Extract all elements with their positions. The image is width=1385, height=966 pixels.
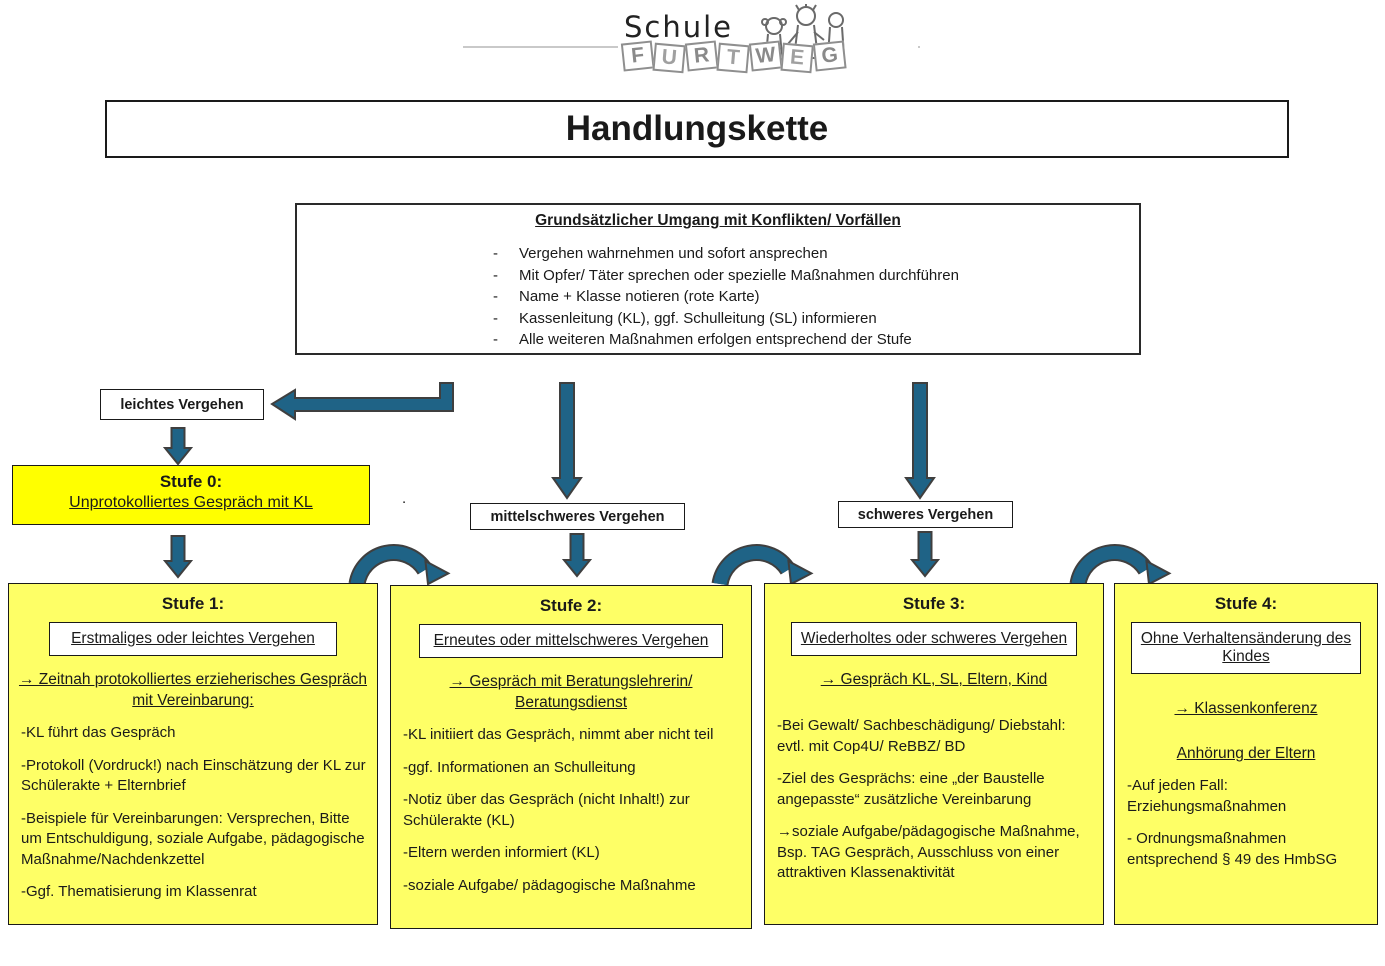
- stufe-1-column: Stufe 1: Erstmaliges oder leichtes Verge…: [8, 583, 378, 925]
- list-item-text: Kassenleitung (KL), ggf. Schulleitung (S…: [519, 309, 877, 327]
- general-rules-title: Grundsätzlicher Umgang mit Konflikten/ V…: [535, 212, 901, 229]
- label-text: leichtes Vergehen: [120, 396, 244, 413]
- list-item-text: Mit Opfer/ Täter sprechen oder spezielle…: [519, 266, 959, 284]
- stufe-4-column: Stufe 4: Ohne Verhaltensänderung des Kin…: [1114, 583, 1378, 925]
- stufe-3-title: Stufe 3:: [902, 594, 966, 613]
- logo-letter: E: [780, 42, 814, 74]
- stray-dot: .: [402, 490, 407, 507]
- stufe-0-title: Stufe 0:: [159, 472, 223, 491]
- label-text: mittelschweres Vergehen: [490, 508, 665, 525]
- stufe-4-condition-box: Ohne Verhaltensänderung des Kindes: [1131, 622, 1361, 674]
- stufe-4-action: → Klassenkonferenz: [1174, 700, 1318, 717]
- stufe-3-paragraph: -Bei Gewalt/ Sachbeschädigung/ Diebstahl…: [777, 717, 1066, 755]
- arc-col3-col4-outline: [1069, 544, 1154, 586]
- logo-school-text: Schule: [624, 10, 734, 44]
- arc-col2-col3-outline: [711, 544, 796, 586]
- stufe-1-title: Stufe 1:: [161, 594, 225, 613]
- bullet-dash: -: [493, 245, 498, 262]
- arc-col1-col2-outline: [348, 544, 433, 586]
- label-mittelschweres-vergehen: mittelschweres Vergehen: [470, 503, 685, 530]
- stufe-2-title: Stufe 2:: [539, 596, 603, 615]
- list-item: - Alle weiteren Maßnahmen erfolgen entspr…: [493, 329, 1139, 351]
- logo-letter: R: [684, 40, 719, 72]
- list-item: - Vergehen wahrnehmen und sofort ansprech…: [493, 243, 1139, 265]
- arc-col1-col2: [350, 546, 431, 586]
- stufe-3-column: Stufe 3: Wiederholtes oder schweres Verg…: [764, 583, 1104, 925]
- stufe-2-column: Stufe 2: Erneutes oder mittelschweres Ve…: [390, 585, 752, 929]
- stufe-1-paragraph: -Beispiele für Vereinbarungen: Versprech…: [21, 809, 365, 868]
- list-item-text: Name + Klasse notieren (rote Karte): [519, 288, 760, 305]
- stufe-1-action: → Zeitnah protokolliertes erzieherisches…: [18, 671, 368, 709]
- page-title: Handlungskette: [565, 109, 829, 148]
- stufe-1-paragraph: -Ggf. Thematisierung im Klassenrat: [21, 883, 257, 900]
- general-rules-box: Grundsätzlicher Umgang mit Konflikten/ V…: [295, 203, 1141, 355]
- arrow-down-medium: [551, 382, 583, 500]
- title-box: Handlungskette: [105, 100, 1289, 158]
- stufe-1-paragraph: -Protokoll (Vordruck!) nach Einschätzung…: [21, 756, 366, 795]
- stufe-2-paragraph: -ggf. Informationen an Schulleitung: [403, 758, 636, 776]
- stufe-3-paragraph: →soziale Aufgabe/pädagogische Maßnahme, …: [777, 823, 1080, 881]
- logo-letter: W: [748, 40, 783, 72]
- bullet-dash: -: [493, 266, 498, 284]
- arrow-light-to-stufe0: [162, 427, 194, 466]
- list-item: - Kassenleitung (KL), ggf. Schulleitung (…: [493, 308, 1139, 330]
- stufe-2-paragraph: -Eltern werden informiert (KL): [403, 844, 600, 861]
- stufe-0-box: Stufe 0: Unprotokolliertes Gespräch mit …: [12, 465, 370, 525]
- arrow-down-heavy: [904, 382, 936, 500]
- elbow-arrow-left: [270, 382, 454, 421]
- stufe-2-paragraph: -soziale Aufgabe/ pädagogische Maßnahme: [403, 876, 696, 894]
- stufe-0-subtitle: Unprotokolliertes Gespräch mit KL: [69, 494, 313, 511]
- label-leichtes-vergehen: leichtes Vergehen: [100, 389, 264, 420]
- arrow-medium-to-col2: [561, 533, 593, 578]
- bullet-dash: -: [493, 331, 498, 348]
- bullet-dash: -: [493, 288, 498, 305]
- stufe-1-condition-box: Erstmaliges oder leichtes Vergehen: [49, 622, 337, 656]
- school-logo: Schule F U R T W E G: [618, 4, 918, 76]
- stufe-4-title: Stufe 4:: [1214, 594, 1278, 613]
- stufe-2-condition-box: Erneutes oder mittelschweres Vergehen: [419, 624, 723, 658]
- label-text: schweres Vergehen: [857, 506, 994, 523]
- stufe-2-paragraph: -KL initiiert das Gespräch, nimmt aber n…: [403, 726, 714, 743]
- logo-letter: T: [716, 42, 750, 74]
- stufe-4-paragraph: -Auf jeden Fall: Erziehungsmaßnahmen: [1127, 777, 1287, 815]
- list-item: - Name + Klasse notieren (rote Karte): [493, 286, 1139, 308]
- list-item: - Mit Opfer/ Täter sprechen oder speziell…: [493, 265, 1139, 287]
- label-schweres-vergehen: schweres Vergehen: [838, 501, 1013, 528]
- arc-col3-col4: [1071, 546, 1152, 586]
- arrow-stufe0-to-col1: [162, 535, 194, 579]
- stufe-4-action-2: Anhörung der Eltern: [1176, 745, 1316, 762]
- stufe-4-paragraph: - Ordnungsmaßnahmen entsprechend § 49 de…: [1127, 830, 1338, 868]
- general-rules-list: - Vergehen wahrnehmen und sofort ansprech…: [493, 243, 1139, 351]
- stufe-3-condition-box: Wiederholtes oder schweres Vergehen: [791, 622, 1077, 656]
- list-item-text: Alle weiteren Maßnahmen erfolgen entspre…: [519, 331, 912, 348]
- arrow-heavy-to-col3: [909, 531, 941, 578]
- arc-col2-col3: [713, 546, 794, 586]
- stufe-2-paragraph: -Notiz über das Gespräch (nicht Inhalt!)…: [403, 791, 690, 829]
- bullet-dash: -: [493, 309, 498, 327]
- stufe-1-paragraph: -KL führt das Gespräch: [21, 724, 176, 741]
- logo-letter: G: [812, 40, 847, 72]
- stufe-3-action: → Gespräch KL, SL, Eltern, Kind: [820, 671, 1048, 688]
- stufe-2-action: → Gespräch mit Beratungslehrerin/ Beratu…: [449, 673, 693, 711]
- list-item-text: Vergehen wahrnehmen und sofort anspreche…: [519, 245, 828, 262]
- logo-furtweg-tiles: F U R T W E G: [620, 40, 847, 74]
- logo-letter: F: [620, 40, 655, 72]
- logo-letter: U: [652, 42, 686, 74]
- stufe-3-paragraph: -Ziel des Gesprächs: eine „der Baustelle…: [777, 770, 1045, 808]
